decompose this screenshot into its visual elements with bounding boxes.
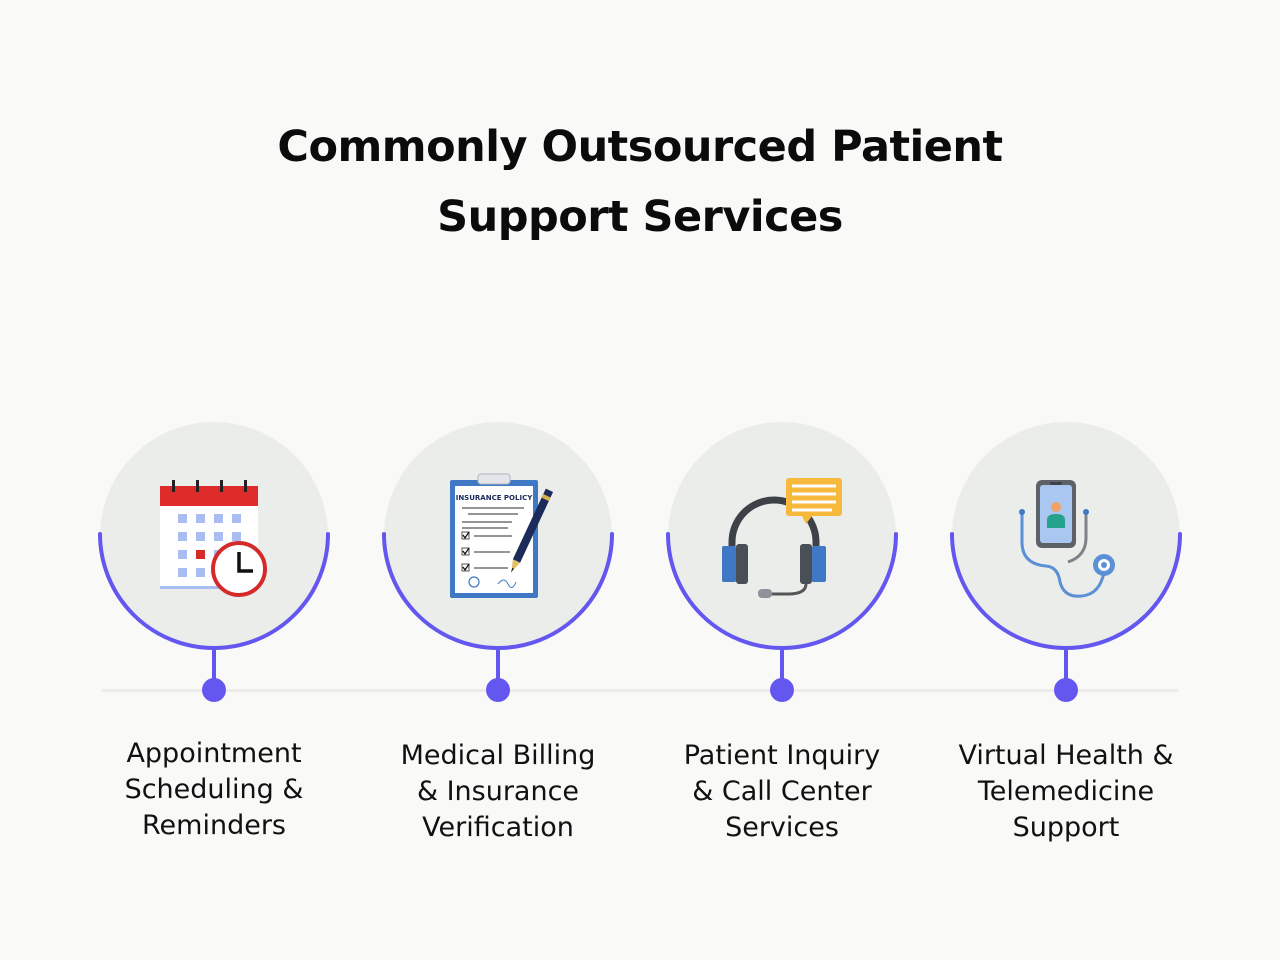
timeline-line [102, 689, 1178, 692]
timeline-dot [770, 678, 794, 702]
headset-chat-icon [722, 472, 842, 602]
service-label: Appointment Scheduling & Reminders [86, 736, 342, 844]
connector-line [780, 650, 784, 690]
connector-line [212, 650, 216, 690]
policy-heading-text: INSURANCE POLICY [456, 494, 533, 502]
label-line: Appointment [126, 738, 302, 769]
label-line: & Insurance [416, 776, 580, 807]
connector-line [1064, 650, 1068, 690]
label-line: Virtual Health & [958, 740, 1174, 771]
service-label: Patient Inquiry & Call Center Services [654, 738, 910, 846]
service-patient-inquiry: Patient Inquiry & Call Center Services [664, 420, 904, 860]
label-line: & Call Center [692, 776, 872, 807]
label-line: Patient Inquiry [683, 740, 881, 771]
accent-arc [666, 532, 898, 650]
calendar-clock-icon [154, 472, 274, 602]
connector-line [496, 650, 500, 690]
accent-arc [382, 532, 614, 650]
timeline-dot [1054, 678, 1078, 702]
label-line: Verification [422, 812, 574, 843]
insurance-policy-clipboard-icon: INSURANCE POLICY [438, 472, 558, 602]
service-label: Virtual Health & Telemedicine Support [938, 738, 1194, 846]
title-line-2: Support Services [437, 192, 843, 242]
label-line: Scheduling & [124, 774, 304, 805]
label-line: Reminders [142, 810, 286, 841]
phone-stethoscope-icon [1006, 472, 1126, 602]
title-line-1: Commonly Outsourced Patient [277, 122, 1003, 172]
accent-arc [950, 532, 1182, 650]
accent-arc [98, 532, 330, 650]
service-medical-billing: INSURANCE POLICY [380, 420, 620, 860]
page-title: Commonly Outsourced Patient Support Serv… [0, 112, 1280, 252]
label-line: Telemedicine [977, 776, 1155, 807]
timeline-dot [202, 678, 226, 702]
icon-circle [668, 422, 896, 650]
service-label: Medical Billing & Insurance Verification [370, 738, 626, 846]
timeline-dot [486, 678, 510, 702]
label-line: Services [725, 812, 839, 843]
label-line: Medical Billing [400, 740, 596, 771]
service-appointment-scheduling: Appointment Scheduling & Reminders [96, 420, 336, 860]
label-line: Support [1012, 812, 1120, 843]
service-virtual-health: Virtual Health & Telemedicine Support [948, 420, 1188, 860]
